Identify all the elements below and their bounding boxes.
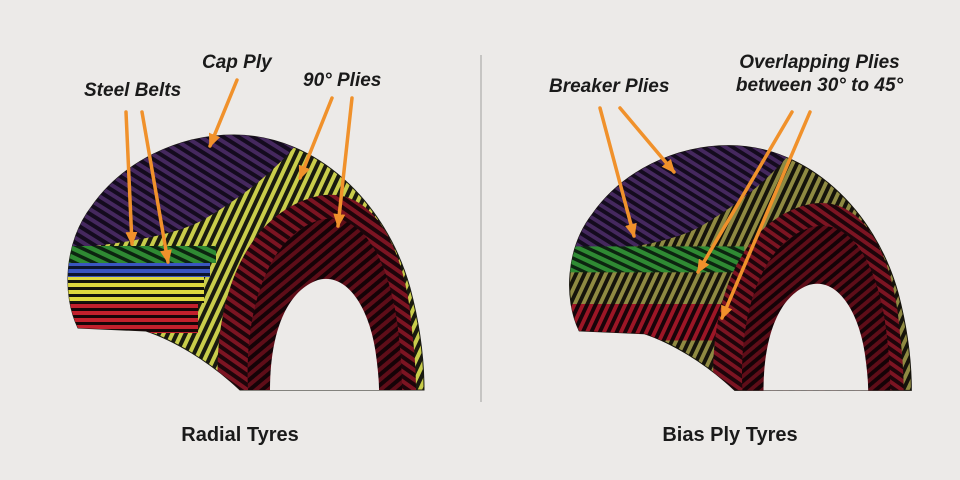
- bias-breaker-ply-green: [569, 246, 745, 273]
- arrow-cap-ply: [208, 78, 239, 148]
- arrow-steel-belts-to-green: [140, 110, 172, 264]
- label-90-plies: 90° Plies: [303, 70, 382, 91]
- arrow-90-plies-inner: [333, 96, 354, 228]
- caption-bias-ply-tyres: Bias Ply Tyres: [662, 424, 798, 446]
- caption-radial-tyres: Radial Tyres: [181, 424, 299, 446]
- label-overlapping-plies-line2: between 30° to 45°: [735, 74, 904, 96]
- label-overlapping-plies: Overlapping Plies between 30° to 45°: [712, 52, 927, 98]
- arrow-breaker-plies-lower: [598, 106, 637, 238]
- radial-steel-belt-blue: [67, 263, 210, 277]
- arrow-90-plies-outer: [298, 96, 334, 180]
- radial-tyre-illustration: [67, 134, 425, 391]
- arrow-steel-belts-to-blue: [124, 110, 138, 246]
- label-steel-belts: Steel Belts: [84, 80, 182, 101]
- radial-arch-opening: [270, 278, 379, 390]
- bias-arch-opening: [763, 283, 869, 391]
- arrow-breaker-plies-upper: [618, 106, 676, 174]
- annotation-arrows: [124, 78, 812, 320]
- radial-steel-belt-green: [67, 246, 216, 263]
- radial-bead-yellow-layer: [67, 277, 204, 303]
- arrow-overlapping-olive: [696, 110, 794, 274]
- label-overlapping-plies-line1: Overlapping Plies: [739, 52, 900, 73]
- bias-ply-tyre-illustration: [569, 145, 912, 391]
- label-breaker-plies: Breaker Plies: [549, 76, 670, 97]
- bias-overlap-red-layer: [569, 304, 733, 341]
- label-cap-ply: Cap Ply: [202, 52, 272, 73]
- radial-bead-red-layer: [67, 303, 198, 333]
- arrow-overlapping-red: [720, 110, 812, 320]
